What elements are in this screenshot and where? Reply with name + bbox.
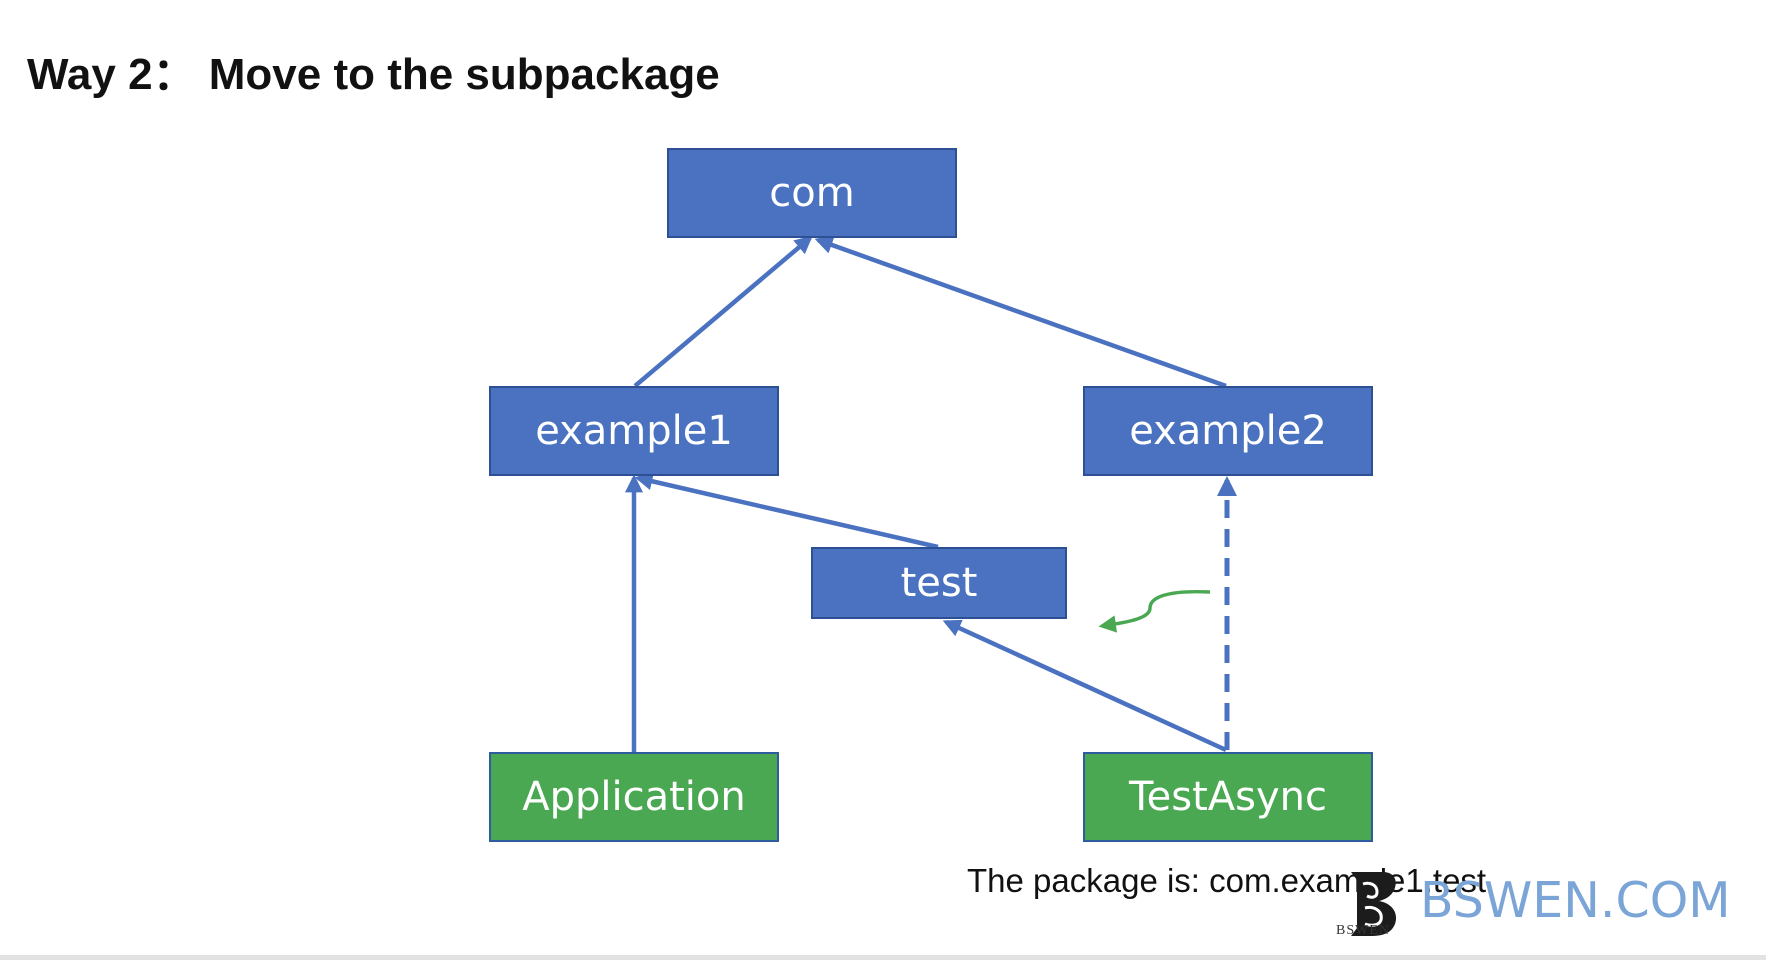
- node-example1-label: example1: [535, 408, 733, 454]
- brand-watermark: BSWEN.COM: [1420, 872, 1731, 929]
- node-example1: example1: [489, 386, 779, 476]
- edge-example1-to-com: [633, 235, 813, 388]
- edge-testasync-to-test: [942, 619, 1227, 753]
- package-note: The package is: com.example1.test: [967, 862, 1487, 899]
- page-title: Way 2： Move to the subpackage: [27, 50, 720, 99]
- node-testasync: TestAsync: [1083, 752, 1373, 842]
- node-test-label: test: [900, 560, 978, 606]
- node-com: com: [667, 148, 957, 238]
- node-application-label: Application: [522, 774, 746, 820]
- move-arrow: [1098, 589, 1211, 633]
- bswen-logo-text: BSWEN: [1336, 923, 1390, 938]
- node-testasync-label: TestAsync: [1129, 774, 1327, 820]
- node-example2: example2: [1083, 386, 1373, 476]
- node-application: Application: [489, 752, 779, 842]
- node-com-label: com: [769, 170, 855, 216]
- node-example2-label: example2: [1129, 408, 1327, 454]
- bswen-logo-icon: [1351, 872, 1397, 936]
- edge-example2-to-com: [814, 236, 1227, 389]
- edge-test-to-example1: [634, 472, 939, 550]
- bottom-divider: [0, 955, 1766, 960]
- node-test: test: [811, 547, 1067, 619]
